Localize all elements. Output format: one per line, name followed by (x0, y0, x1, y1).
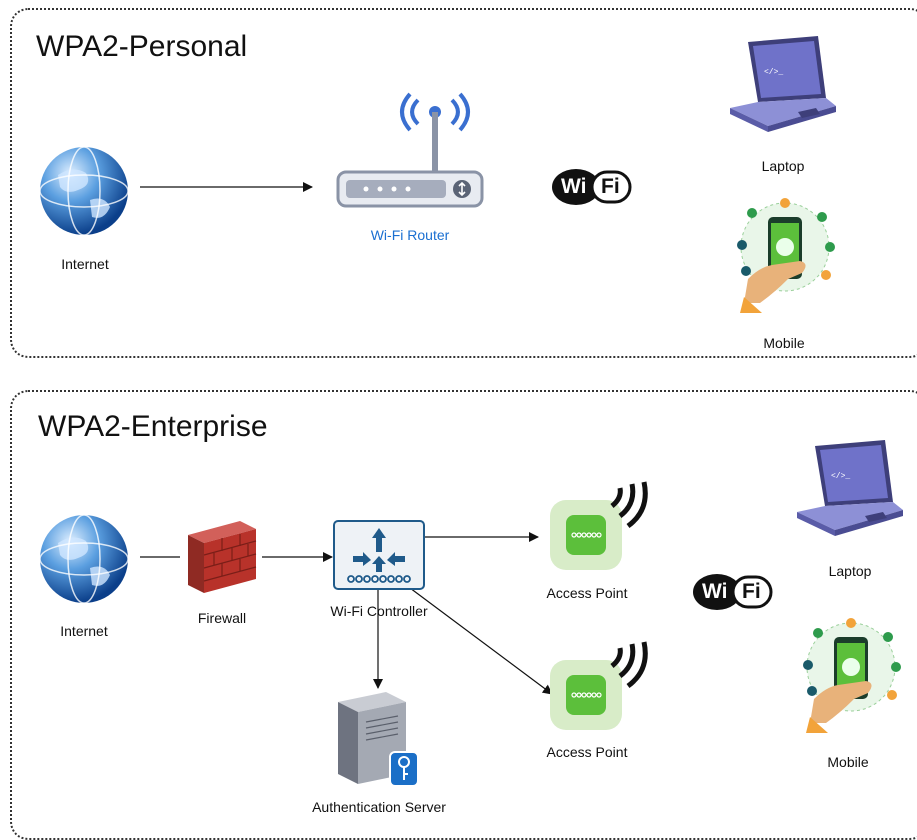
wifi-logo-wi: Wi (561, 175, 587, 198)
server-icon (338, 692, 419, 787)
access-point-icon (550, 481, 648, 570)
router-icon (336, 92, 484, 208)
mobile-icon (803, 618, 901, 733)
wpa2-personal-panel (10, 8, 917, 358)
auth-server-label: Authentication Server (312, 799, 446, 815)
arrow-controller-to-ap2 (409, 587, 553, 695)
controller-icon (333, 520, 425, 590)
svg-text:</>_: </>_ (831, 472, 850, 481)
laptop-icon: </>_ (797, 440, 903, 536)
enterprise-internet-label: Internet (60, 623, 108, 639)
access-point-2-label: Access Point (546, 744, 628, 760)
access-point-1-label: Access Point (546, 585, 628, 601)
personal-laptop-label: Laptop (761, 158, 805, 174)
svg-text:</>_: </>_ (764, 68, 783, 77)
access-point-icon (550, 641, 648, 730)
wifi-logo-icon: Wi Fi (552, 168, 632, 206)
router-label: Wi-Fi Router (370, 227, 450, 243)
firewall-label: Firewall (197, 610, 247, 626)
enterprise-mobile-label: Mobile (827, 754, 869, 770)
wifi-logo-icon: Wi Fi (693, 573, 773, 611)
personal-internet-label: Internet (61, 256, 109, 272)
enterprise-laptop-label: Laptop (828, 563, 872, 579)
mobile-icon (737, 198, 835, 313)
globe-icon (39, 146, 129, 236)
controller-label: Wi-Fi Controller (330, 603, 428, 619)
wifi-logo-fi: Fi (601, 175, 620, 198)
laptop-icon: </>_ (730, 36, 836, 132)
globe-icon (39, 514, 129, 604)
personal-title: WPA2-Personal (36, 30, 248, 63)
enterprise-title: WPA2-Enterprise (38, 410, 268, 443)
personal-mobile-label: Mobile (763, 335, 805, 351)
wifi-logo-wi: Wi (702, 580, 728, 603)
wifi-logo-fi: Fi (742, 580, 761, 603)
firewall-icon (188, 521, 257, 593)
